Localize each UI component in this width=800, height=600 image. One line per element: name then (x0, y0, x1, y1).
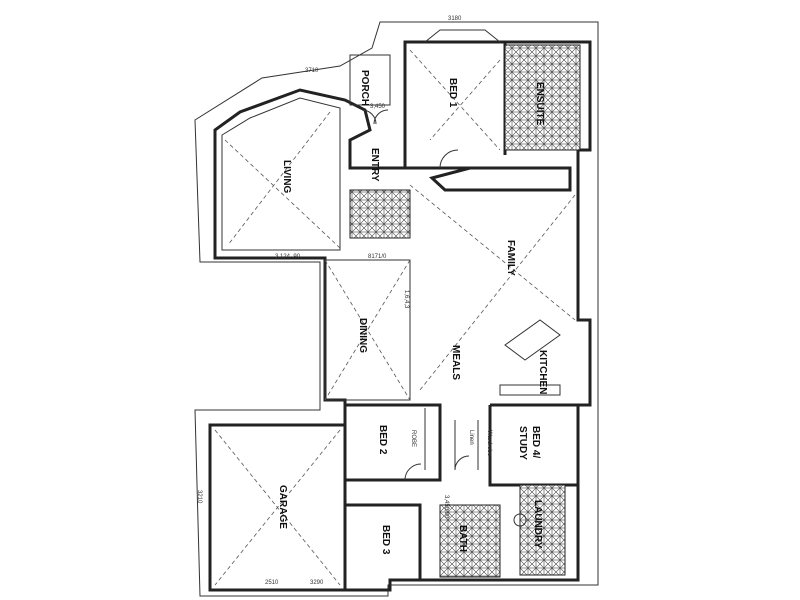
room-label-ensuite: ENSUITE (534, 82, 545, 126)
dining-outline (324, 259, 411, 401)
entry-door (361, 109, 389, 125)
laundry-tiles (519, 484, 566, 576)
room-label-bed4: BED 4/ (530, 426, 541, 458)
room-label-laundry: LAUNDRY (532, 500, 543, 549)
room-label-entry: ENTRY (369, 148, 380, 182)
bed3-walls (345, 503, 422, 580)
dining-cross (324, 259, 411, 401)
label-robe: ROBE (410, 430, 416, 447)
bath-tiles (439, 504, 501, 578)
bed1-cross (409, 49, 501, 151)
room-label-kitchen: KITCHEN (537, 350, 548, 394)
room-label-bed2: BED 2 (377, 425, 388, 455)
eave-outline (194, 21, 599, 597)
room-label-garage: GARAGE (277, 485, 288, 529)
garage-walls (208, 423, 347, 592)
wardrobe-lines (424, 408, 479, 470)
family-partition (428, 166, 572, 192)
dimension-2: 3,450 (370, 104, 386, 110)
bed1-bay (424, 29, 501, 43)
dimension-4: 3,124_90 (275, 254, 301, 260)
room-label-living: LIVING (281, 160, 292, 194)
room-label-porch: PORCH (359, 70, 370, 106)
room-label-bed1: BED 1 (447, 78, 458, 108)
room-label-dining: DINING (357, 318, 368, 353)
entry-tiles (349, 189, 411, 239)
dimension-1: 3180 (448, 16, 462, 22)
bed1-door (439, 149, 459, 169)
dimension-7: 3,450,00 (443, 495, 449, 519)
dimension-5: 8171/0 (368, 254, 387, 260)
room-label-bath: BATH (457, 525, 468, 552)
dimension-6: 1,6,4,3 (403, 290, 409, 309)
room-label-meals: MEALS (450, 345, 461, 380)
porch-outline (349, 54, 391, 106)
dimension-10: 2510 (265, 580, 279, 586)
room-label-bed3: BED 3 (380, 525, 391, 555)
bed2-door (404, 455, 470, 481)
kitchen-bench (499, 319, 561, 396)
dimension-3: 3710 (305, 68, 319, 74)
bed2-walls (343, 403, 442, 505)
label-linen: Linen (468, 430, 474, 445)
ensuite-tiles (504, 44, 581, 151)
room-label-family: FAMILY (505, 240, 516, 276)
label-wardrobe: Wardrobe (486, 430, 492, 457)
garage-cross (214, 429, 341, 586)
room-label-study: STUDY (517, 426, 528, 460)
bath-basin (513, 513, 527, 527)
dimension-9: 3290 (310, 580, 324, 586)
living-cross (224, 111, 341, 249)
dimension-8: 3210 (196, 490, 202, 504)
family-cross (409, 184, 576, 391)
living-inner (221, 97, 341, 251)
